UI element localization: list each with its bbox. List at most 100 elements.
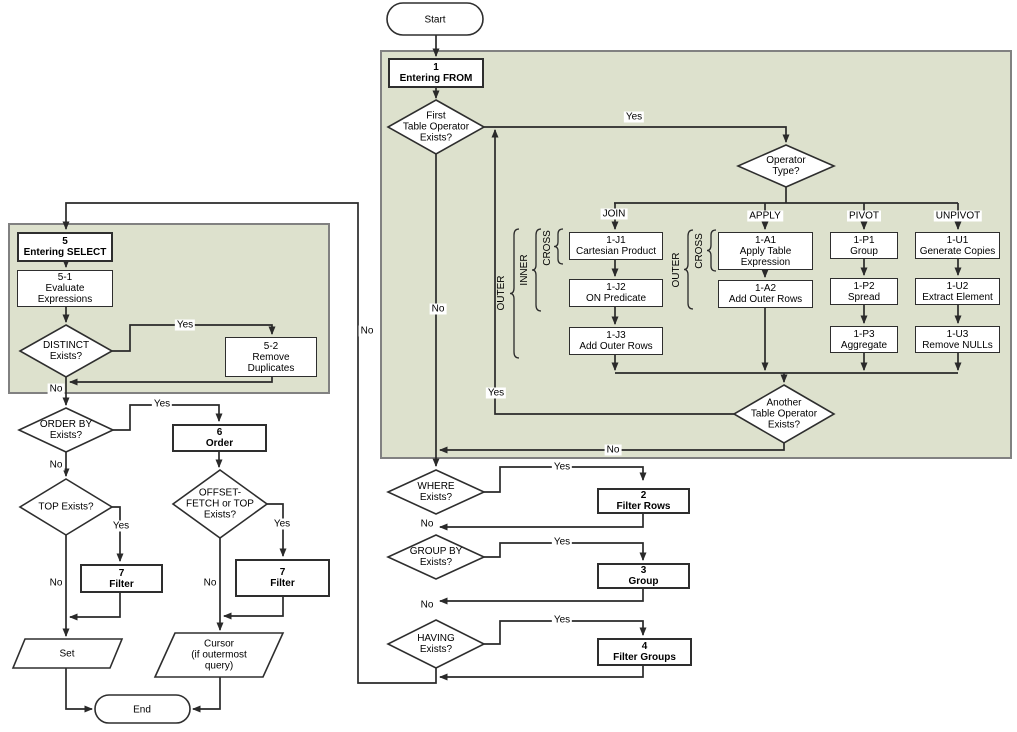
decision-order-by-label: ORDER BY Exists? <box>39 419 93 441</box>
step-number: 1-U2 <box>946 280 969 292</box>
decision-top-label: TOP Exists? <box>38 501 94 513</box>
edge-label-yes: Yes <box>151 398 173 410</box>
decision-group-by-label: GROUP BY Exists? <box>409 546 463 568</box>
connector <box>192 677 221 713</box>
edge-label-yes: Yes <box>174 319 196 331</box>
node-filter-top: 7 Filter <box>80 564 163 593</box>
node-filter-groups: 4 Filter Groups <box>597 638 692 666</box>
edge-label-yes: Yes <box>551 536 573 548</box>
step-title: Add Outer Rows <box>579 341 653 352</box>
step-title: Add Outer Rows <box>728 294 803 305</box>
decision-where-label: WHERE Exists? <box>417 481 455 503</box>
step-number: 6 <box>216 427 223 438</box>
step-title: Order <box>205 438 234 449</box>
step-number: 1-A1 <box>754 234 777 246</box>
node-evaluate-expressions: 5-1 Evaluate Expressions <box>17 270 113 307</box>
step-number: 1-J2 <box>606 282 626 293</box>
step-title: Extract Element <box>922 291 993 303</box>
step-number: 5 <box>62 236 68 247</box>
connector <box>439 589 644 605</box>
connector <box>439 514 644 531</box>
step-title: Entering SELECT <box>23 247 107 258</box>
connector <box>267 503 287 557</box>
edge-label-yes: Yes <box>485 387 507 399</box>
node-entering-select: 5 Entering SELECT <box>17 232 113 262</box>
step-title: Evaluate Expressions <box>37 283 93 305</box>
step-title: Cartesian Product <box>575 246 657 257</box>
step-title: Aggregate <box>840 339 888 351</box>
node-extract-element: 1-U2 Extract Element <box>915 278 1000 305</box>
step-title: Group <box>628 576 659 587</box>
node-remove-nulls: 1-U3 Remove NULLs <box>915 326 1000 353</box>
decision-having-label: HAVING Exists? <box>417 633 455 655</box>
node-add-outer-rows-apply: 1-A2 Add Outer Rows <box>718 280 813 308</box>
decision-distinct-label: DISTINCT Exists? <box>42 340 90 362</box>
branch-unpivot-label: UNPIVOT <box>933 210 983 222</box>
decision-another-operator-label: Another Table Operator Exists? <box>750 397 818 431</box>
step-number: 1-J3 <box>606 330 626 341</box>
step-title: Remove NULLs <box>922 339 993 351</box>
cursor-output-label: Cursor (if outermost query) <box>191 638 247 672</box>
node-generate-copies: 1-U1 Generate Copies <box>915 232 1000 259</box>
connector <box>439 666 644 681</box>
step-number: 2 <box>640 490 647 501</box>
step-number: 3 <box>640 565 647 576</box>
node-cartesian-product: 1-J1 Cartesian Product <box>569 232 663 260</box>
step-title: Group <box>850 245 878 257</box>
node-add-outer-rows-join: 1-J3 Add Outer Rows <box>569 327 663 355</box>
node-pivot-aggregate: 1-P3 Aggregate <box>830 326 898 353</box>
connector <box>69 593 121 621</box>
step-number: 7 <box>118 567 125 579</box>
edge-label-no: No <box>418 518 436 530</box>
node-order: 6 Order <box>172 424 267 452</box>
node-group: 3 Group <box>597 563 690 589</box>
edge-label-no: No <box>604 444 622 456</box>
connector <box>112 506 124 562</box>
decision-offset-fetch-label: OFFSET- FETCH or TOP Exists? <box>186 487 254 521</box>
node-apply-table-expression: 1-A1 Apply Table Expression <box>718 232 813 270</box>
edge-label-yes: Yes <box>623 111 645 123</box>
edge-label-yes: Yes <box>271 518 293 530</box>
step-title: Spread <box>847 291 881 303</box>
end-label: End <box>133 704 151 716</box>
start-label: Start <box>424 14 446 26</box>
edge-label-no: No <box>429 303 447 315</box>
node-filter-offset: 7 Filter <box>235 559 330 597</box>
edge-label-yes: Yes <box>551 461 573 473</box>
step-number: 1-J1 <box>606 235 626 246</box>
step-title: Apply Table Expression <box>739 245 792 268</box>
branch-join-label: JOIN <box>600 208 628 220</box>
step-number: 1-U3 <box>946 328 969 340</box>
step-title: Filter <box>270 578 295 589</box>
step-title: ON Predicate <box>585 293 647 304</box>
set-output-label: Set <box>59 648 75 660</box>
node-pivot-group: 1-P1 Group <box>830 232 898 259</box>
step-number: 4 <box>641 641 648 652</box>
decision-first-operator-label: First Table Operator Exists? <box>402 110 470 144</box>
step-number: 7 <box>279 567 286 578</box>
node-filter-rows: 2 Filter Rows <box>597 488 690 514</box>
step-number: 1-U1 <box>946 234 969 246</box>
edge-label-no: No <box>358 325 376 337</box>
node-on-predicate: 1-J2 ON Predicate <box>569 279 663 307</box>
node-remove-duplicates: 5-2 Remove Duplicates <box>225 337 317 377</box>
edge-label-yes: Yes <box>110 520 132 532</box>
step-number: 5-2 <box>263 340 279 352</box>
step-number: 1 <box>433 62 439 73</box>
edge-label-no: No <box>201 577 219 589</box>
step-number: 1-P2 <box>853 280 875 292</box>
node-pivot-spread: 1-P2 Spread <box>830 278 898 305</box>
edge-label-no: No <box>47 383 65 395</box>
step-title: Filter Groups <box>613 652 676 663</box>
decision-operator-type-label: Operator Type? <box>766 155 806 177</box>
connector <box>223 597 284 620</box>
edge-label-no: No <box>47 577 65 589</box>
edge-label-no: No <box>47 459 65 471</box>
step-title: Remove Duplicates <box>247 351 295 374</box>
step-title: Filter Rows <box>616 501 671 512</box>
step-number: 1-P3 <box>853 328 875 340</box>
step-title: Generate Copies <box>919 245 996 257</box>
branch-apply-label: APPLY <box>747 210 783 222</box>
edge-label-yes: Yes <box>551 614 573 626</box>
